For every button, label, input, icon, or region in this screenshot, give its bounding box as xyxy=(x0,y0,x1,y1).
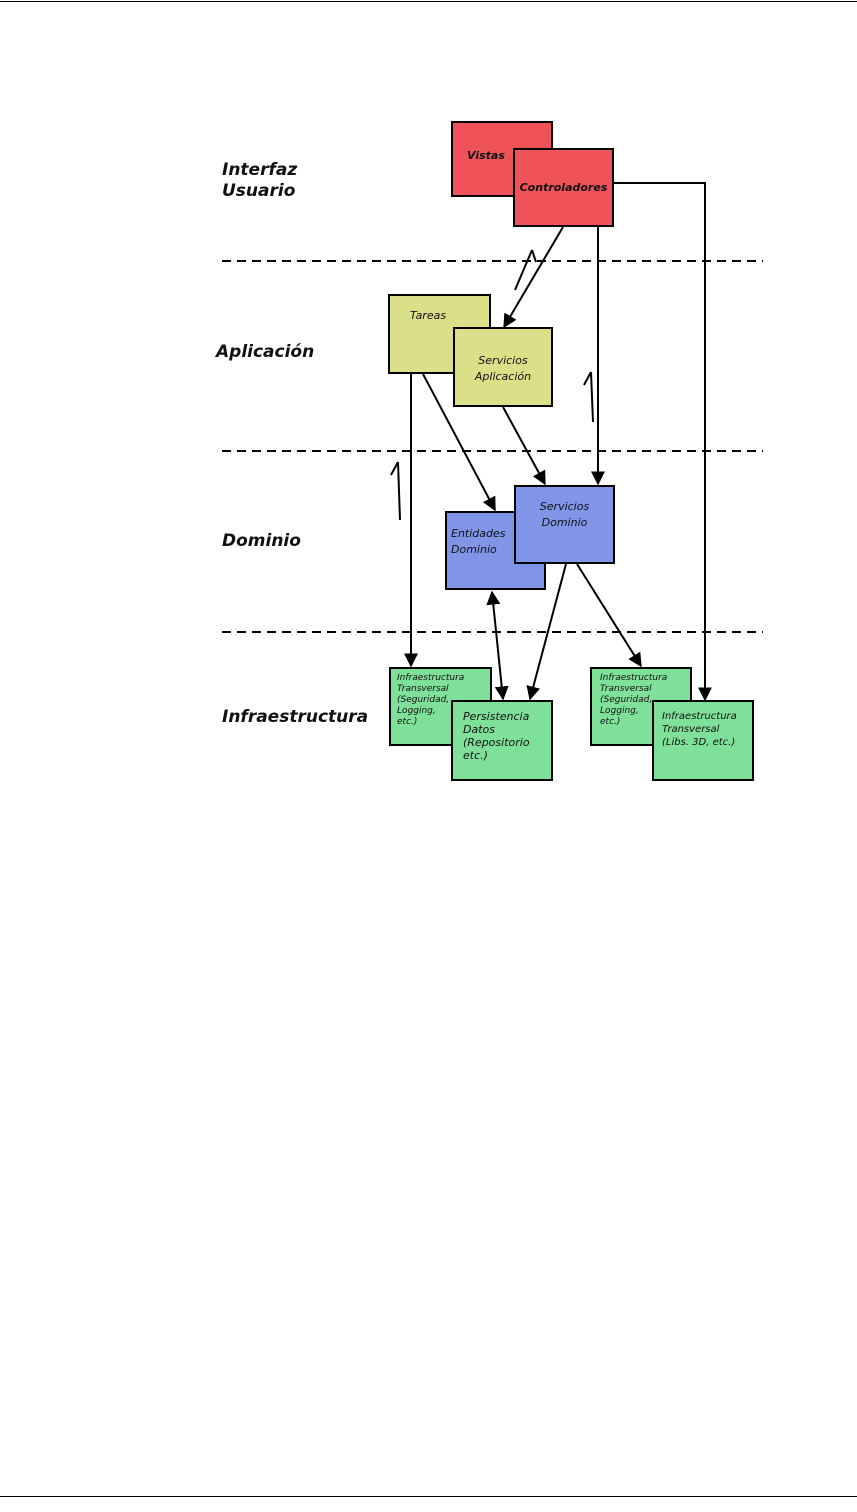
infra-transversal-libs3d-box: Infraestructura Transversal (Libs. 3D, e… xyxy=(652,700,754,781)
multiplicity-mark-3 xyxy=(390,461,401,521)
servicios-aplicacion-box: Servicios Aplicación xyxy=(453,327,553,407)
arrow-servicios-dominio-to-infra-transversal-2 xyxy=(576,563,642,668)
controladores-box: Controladores xyxy=(513,148,614,227)
layer-label-interfaz-usuario: Interfaz Usuario xyxy=(222,160,298,201)
layer-label-infraestructura: Infraestructura xyxy=(222,707,369,727)
multiplicity-mark-1 xyxy=(514,249,537,291)
arrow-servicios-aplicacion-to-servicios-dominio xyxy=(502,406,546,486)
multiplicity-mark-2 xyxy=(583,371,594,423)
layer-label-aplicacion: Aplicación xyxy=(216,342,315,362)
arrow-servicios-dominio-to-persistencia xyxy=(526,563,567,701)
arrow-controladores-to-servicios-aplicacion xyxy=(503,226,564,329)
page-bottom-rule xyxy=(0,1496,857,1497)
arrow-controladores-to-infra-3d xyxy=(614,182,712,702)
diagram-connectors xyxy=(222,182,763,702)
persistencia-datos-box: Persistencia Datos (Repositorio etc.) xyxy=(451,700,553,781)
arrow-tareas-to-entidades-dominio xyxy=(422,373,496,512)
arrow-entidades-persistencia xyxy=(486,590,509,701)
servicios-dominio-box: Servicios Dominio xyxy=(514,485,615,564)
layer-label-dominio: Dominio xyxy=(222,531,301,551)
page-top-rule xyxy=(0,1,857,2)
